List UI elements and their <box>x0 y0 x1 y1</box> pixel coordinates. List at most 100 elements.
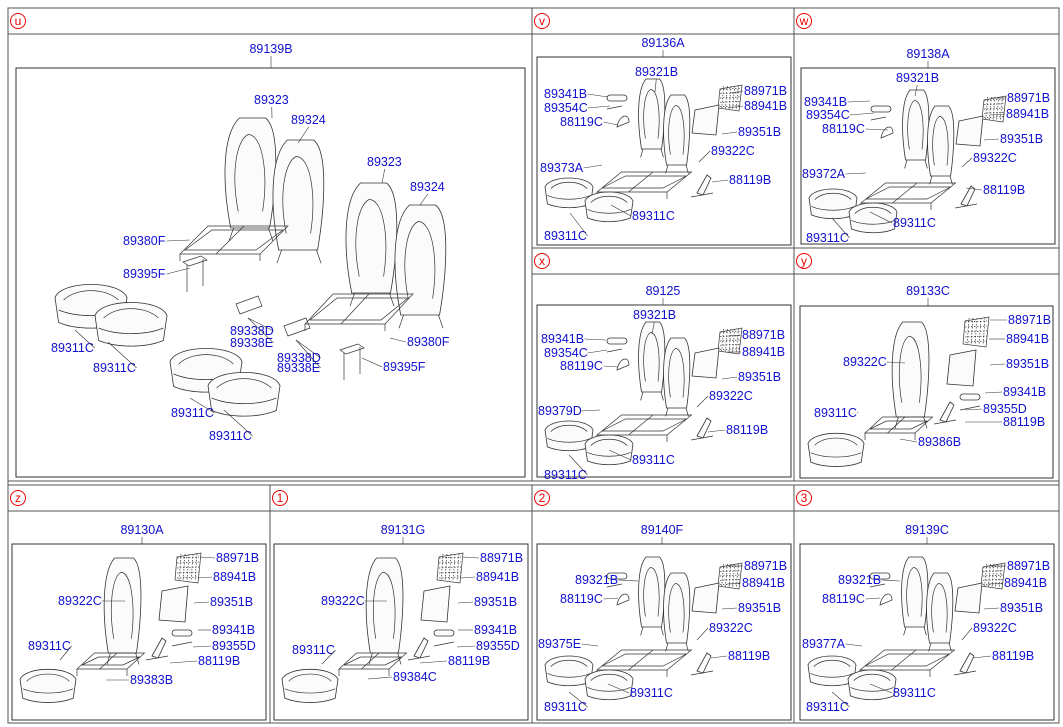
part-number-label[interactable]: 89311C <box>51 341 94 355</box>
part-number-label[interactable]: 88119B <box>992 649 1034 663</box>
part-number-label[interactable]: 89322C <box>709 621 753 635</box>
part-number-label[interactable]: 89321B <box>575 573 618 587</box>
assembly-number[interactable]: 89139C <box>905 523 949 537</box>
part-number-label[interactable]: 89311C <box>630 686 673 700</box>
assembly-number[interactable]: 89133C <box>906 284 950 298</box>
part-number-label[interactable]: 88119C <box>822 122 865 136</box>
part-number-label[interactable]: 89311C <box>806 231 849 245</box>
assembly-number[interactable]: 89125 <box>646 284 681 298</box>
part-number-label[interactable]: 88119B <box>1003 415 1045 429</box>
part-number-label[interactable]: 89311C <box>544 229 587 243</box>
part-number-label[interactable]: 89351B <box>738 601 781 615</box>
part-number-label[interactable]: 89351B <box>474 595 517 609</box>
part-number-label[interactable]: 89351B <box>1000 601 1043 615</box>
part-number-label[interactable]: 88941B <box>744 99 787 113</box>
part-number-label[interactable]: 89379D <box>538 404 582 418</box>
part-number-label[interactable]: 89355D <box>212 639 256 653</box>
assembly-number[interactable]: 89139B <box>249 42 292 56</box>
part-number-label[interactable]: 89311C <box>544 700 587 714</box>
part-number-label[interactable]: 89322C <box>843 355 887 369</box>
part-number-label[interactable]: 89341B <box>541 332 584 346</box>
part-number-label[interactable]: 89380F <box>123 234 166 248</box>
part-number-label[interactable]: 89354C <box>806 108 850 122</box>
part-number-label[interactable]: 88119B <box>729 173 771 187</box>
part-number-label[interactable]: 88941B <box>1006 107 1049 121</box>
part-number-label[interactable]: 89351B <box>738 125 781 139</box>
part-number-label[interactable]: 89311C <box>806 700 849 714</box>
part-number-label[interactable]: 88971B <box>744 559 787 573</box>
part-number-label[interactable]: 89338E <box>230 336 273 350</box>
part-number-label[interactable]: 89395F <box>383 360 426 374</box>
part-number-label[interactable]: 89322C <box>973 151 1017 165</box>
part-number-label[interactable]: 88971B <box>480 551 523 565</box>
part-number-label[interactable]: 89377A <box>802 637 846 651</box>
part-number-label[interactable]: 89311C <box>171 406 214 420</box>
part-number-label[interactable]: 89321B <box>838 573 881 587</box>
part-number-label[interactable]: 89380F <box>407 335 450 349</box>
part-number-label[interactable]: 88119C <box>822 592 865 606</box>
part-number-label[interactable]: 89338D <box>277 351 321 365</box>
part-number-label[interactable]: 89341B <box>804 95 847 109</box>
part-number-label[interactable]: 89311C <box>632 209 675 223</box>
part-number-label[interactable]: 89311C <box>632 453 675 467</box>
part-number-label[interactable]: 89323 <box>254 93 289 107</box>
part-number-label[interactable]: 88941B <box>213 570 256 584</box>
part-number-label[interactable]: 89311C <box>292 643 335 657</box>
part-number-label[interactable]: 89311C <box>28 639 71 653</box>
part-number-label[interactable]: 89321B <box>633 308 676 322</box>
part-number-label[interactable]: 89322C <box>711 144 755 158</box>
part-number-label[interactable]: 88119C <box>560 359 603 373</box>
part-number-label[interactable]: 88941B <box>742 576 785 590</box>
part-number-label[interactable]: 89372A <box>802 167 846 181</box>
part-number-label[interactable]: 89351B <box>1006 357 1049 371</box>
part-number-label[interactable]: 89338E <box>277 361 320 375</box>
part-number-label[interactable]: 89355D <box>983 402 1027 416</box>
part-number-label[interactable]: 89386B <box>918 435 961 449</box>
part-number-label[interactable]: 88971B <box>1007 559 1050 573</box>
part-number-label[interactable]: 89341B <box>212 623 255 637</box>
part-number-label[interactable]: 89311C <box>893 216 936 230</box>
part-number-label[interactable]: 88971B <box>1008 313 1051 327</box>
part-number-label[interactable]: 89311C <box>93 361 136 375</box>
part-number-label[interactable]: 89395F <box>123 267 166 281</box>
part-number-label[interactable]: 89341B <box>1003 385 1046 399</box>
part-number-label[interactable]: 89354C <box>544 101 588 115</box>
part-number-label[interactable]: 89341B <box>544 87 587 101</box>
part-number-label[interactable]: 88119B <box>198 654 240 668</box>
part-number-label[interactable]: 89384C <box>393 670 437 684</box>
part-number-label[interactable]: 88971B <box>744 84 787 98</box>
part-number-label[interactable]: 89311C <box>814 406 857 420</box>
assembly-number[interactable]: 89130A <box>120 523 164 537</box>
part-number-label[interactable]: 89321B <box>635 65 678 79</box>
part-number-label[interactable]: 89324 <box>410 180 445 194</box>
part-number-label[interactable]: 89324 <box>291 113 326 127</box>
part-number-label[interactable]: 89322C <box>709 389 753 403</box>
part-number-label[interactable]: 88941B <box>1006 332 1049 346</box>
part-number-label[interactable]: 88119B <box>983 183 1025 197</box>
part-number-label[interactable]: 89341B <box>474 623 517 637</box>
part-number-label[interactable]: 88941B <box>476 570 519 584</box>
part-number-label[interactable]: 88119B <box>728 649 770 663</box>
part-number-label[interactable]: 89351B <box>210 595 253 609</box>
part-number-label[interactable]: 89322C <box>58 594 102 608</box>
part-number-label[interactable]: 89322C <box>321 594 365 608</box>
part-number-label[interactable]: 89354C <box>544 346 588 360</box>
part-number-label[interactable]: 89351B <box>738 370 781 384</box>
part-number-label[interactable]: 88119C <box>560 592 603 606</box>
part-number-label[interactable]: 89323 <box>367 155 402 169</box>
part-number-label[interactable]: 89322C <box>973 621 1017 635</box>
part-number-label[interactable]: 88971B <box>742 328 785 342</box>
part-number-label[interactable]: 88971B <box>1007 91 1050 105</box>
assembly-number[interactable]: 89138A <box>906 47 950 61</box>
part-number-label[interactable]: 89321B <box>896 71 939 85</box>
part-number-label[interactable]: 88119B <box>726 423 768 437</box>
part-number-label[interactable]: 89311C <box>893 686 936 700</box>
part-number-label[interactable]: 88941B <box>1004 576 1047 590</box>
part-number-label[interactable]: 88971B <box>216 551 259 565</box>
part-number-label[interactable]: 89383B <box>130 673 173 687</box>
part-number-label[interactable]: 89338D <box>230 324 274 338</box>
part-number-label[interactable]: 88119B <box>448 654 490 668</box>
part-number-label[interactable]: 89351B <box>1000 132 1043 146</box>
assembly-number[interactable]: 89140F <box>641 523 684 537</box>
assembly-number[interactable]: 89136A <box>641 36 685 50</box>
